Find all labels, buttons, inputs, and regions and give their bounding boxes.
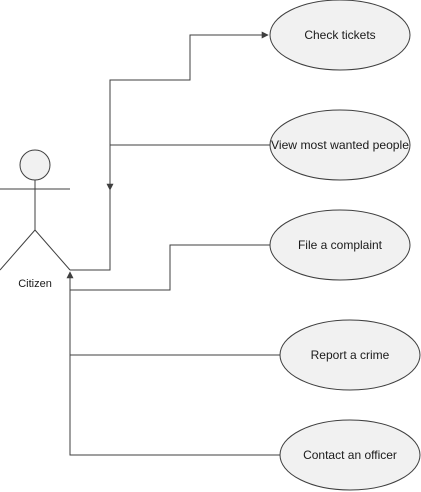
use-case-label: View most wanted people — [271, 138, 409, 152]
use-case-label: Check tickets — [304, 28, 375, 42]
use-case-ellipse — [269, 0, 411, 71]
connectors — [66, 31, 280, 456]
actor-right-leg — [34, 229, 71, 271]
actor-label: Citizen — [18, 278, 52, 290]
use-case-ellipse — [279, 419, 421, 491]
use-case-check-tickets[interactable]: Check tickets — [269, 0, 411, 71]
use-case-ellipse — [269, 209, 411, 281]
use-case-view-most-wanted[interactable]: View most wanted people — [269, 109, 411, 181]
connector-file-complaint — [70, 244, 270, 291]
use-case-label: File a complaint — [298, 238, 383, 252]
use-case-ellipse — [279, 319, 421, 391]
connector-view-most-wanted — [106, 144, 270, 191]
use-case-ellipse — [269, 109, 411, 181]
use-case-file-complaint[interactable]: File a complaint — [269, 209, 411, 281]
actor-left-leg — [0, 229, 36, 271]
use-case-label: Contact an officer — [303, 448, 397, 462]
connector-contact-officer — [69, 355, 280, 456]
use-case-report-crime[interactable]: Report a crime — [279, 319, 421, 391]
use-case-contact-officer[interactable]: Contact an officer — [279, 419, 421, 491]
connector-check-tickets — [70, 31, 269, 271]
actor-citizen[interactable] — [0, 149, 71, 271]
connector-report-crime — [66, 271, 280, 356]
use-case-label: Report a crime — [311, 348, 390, 362]
actor-head — [19, 149, 51, 181]
